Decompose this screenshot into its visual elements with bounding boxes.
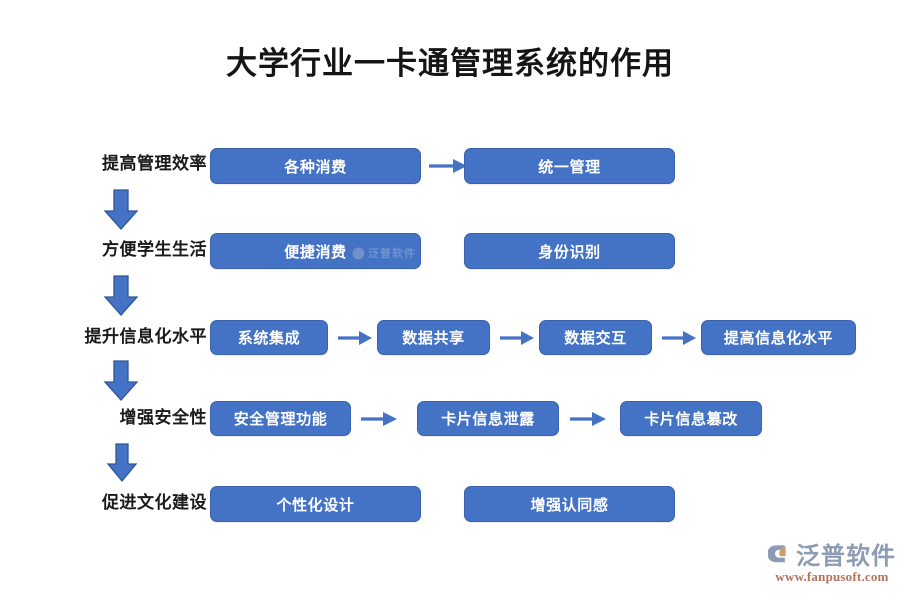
fanpu-logo-icon xyxy=(768,545,786,563)
down-arrow-icon-2 xyxy=(103,275,139,316)
row-label-4: 增强安全性 xyxy=(119,408,207,427)
node-box-r3c2[interactable]: 数据共享 xyxy=(377,320,490,355)
node-box-r2c1[interactable]: 便捷消费 xyxy=(210,233,421,269)
row-label-2: 方便学生生活 xyxy=(102,240,207,259)
flow-arrow-icon xyxy=(500,331,534,345)
node-box-r4c3[interactable]: 卡片信息篡改 xyxy=(620,401,762,436)
node-box-r1c2[interactable]: 统一管理 xyxy=(464,148,675,184)
row-label-3: 提升信息化水平 xyxy=(84,327,207,346)
node-box-r4c1[interactable]: 安全管理功能 xyxy=(210,401,351,436)
flow-arrow-icon xyxy=(570,412,606,426)
node-box-r3c1[interactable]: 系统集成 xyxy=(210,320,328,355)
brand-name: 泛普软件 xyxy=(796,542,896,570)
page-title: 大学行业一卡通管理系统的作用 xyxy=(226,46,674,81)
down-arrow-icon-3 xyxy=(103,360,139,401)
down-arrow-icon-4 xyxy=(106,443,138,483)
brand-logo-row: 泛普软件 xyxy=(768,536,896,570)
node-box-r1c1[interactable]: 各种消费 xyxy=(210,148,421,184)
row-label-1: 提高管理效率 xyxy=(102,154,207,173)
node-box-r5c1[interactable]: 个性化设计 xyxy=(210,486,421,522)
node-box-r3c3[interactable]: 数据交互 xyxy=(539,320,652,355)
flow-arrow-icon xyxy=(429,159,467,173)
brand-url: www.fanpusoft.com xyxy=(775,569,889,584)
down-arrow-icon-1 xyxy=(103,189,139,230)
brand-logo: 泛普软件 www.fanpusoft.com xyxy=(768,536,896,592)
node-box-r4c2[interactable]: 卡片信息泄露 xyxy=(417,401,559,436)
flow-arrow-icon xyxy=(662,331,696,345)
node-box-r5c2[interactable]: 增强认同感 xyxy=(464,486,675,522)
row-label-5: 促进文化建设 xyxy=(102,493,207,512)
node-box-r3c4[interactable]: 提高信息化水平 xyxy=(701,320,856,355)
flow-arrow-icon xyxy=(338,331,372,345)
node-box-r2c2[interactable]: 身份识别 xyxy=(464,233,675,269)
flow-arrow-icon xyxy=(361,412,397,426)
